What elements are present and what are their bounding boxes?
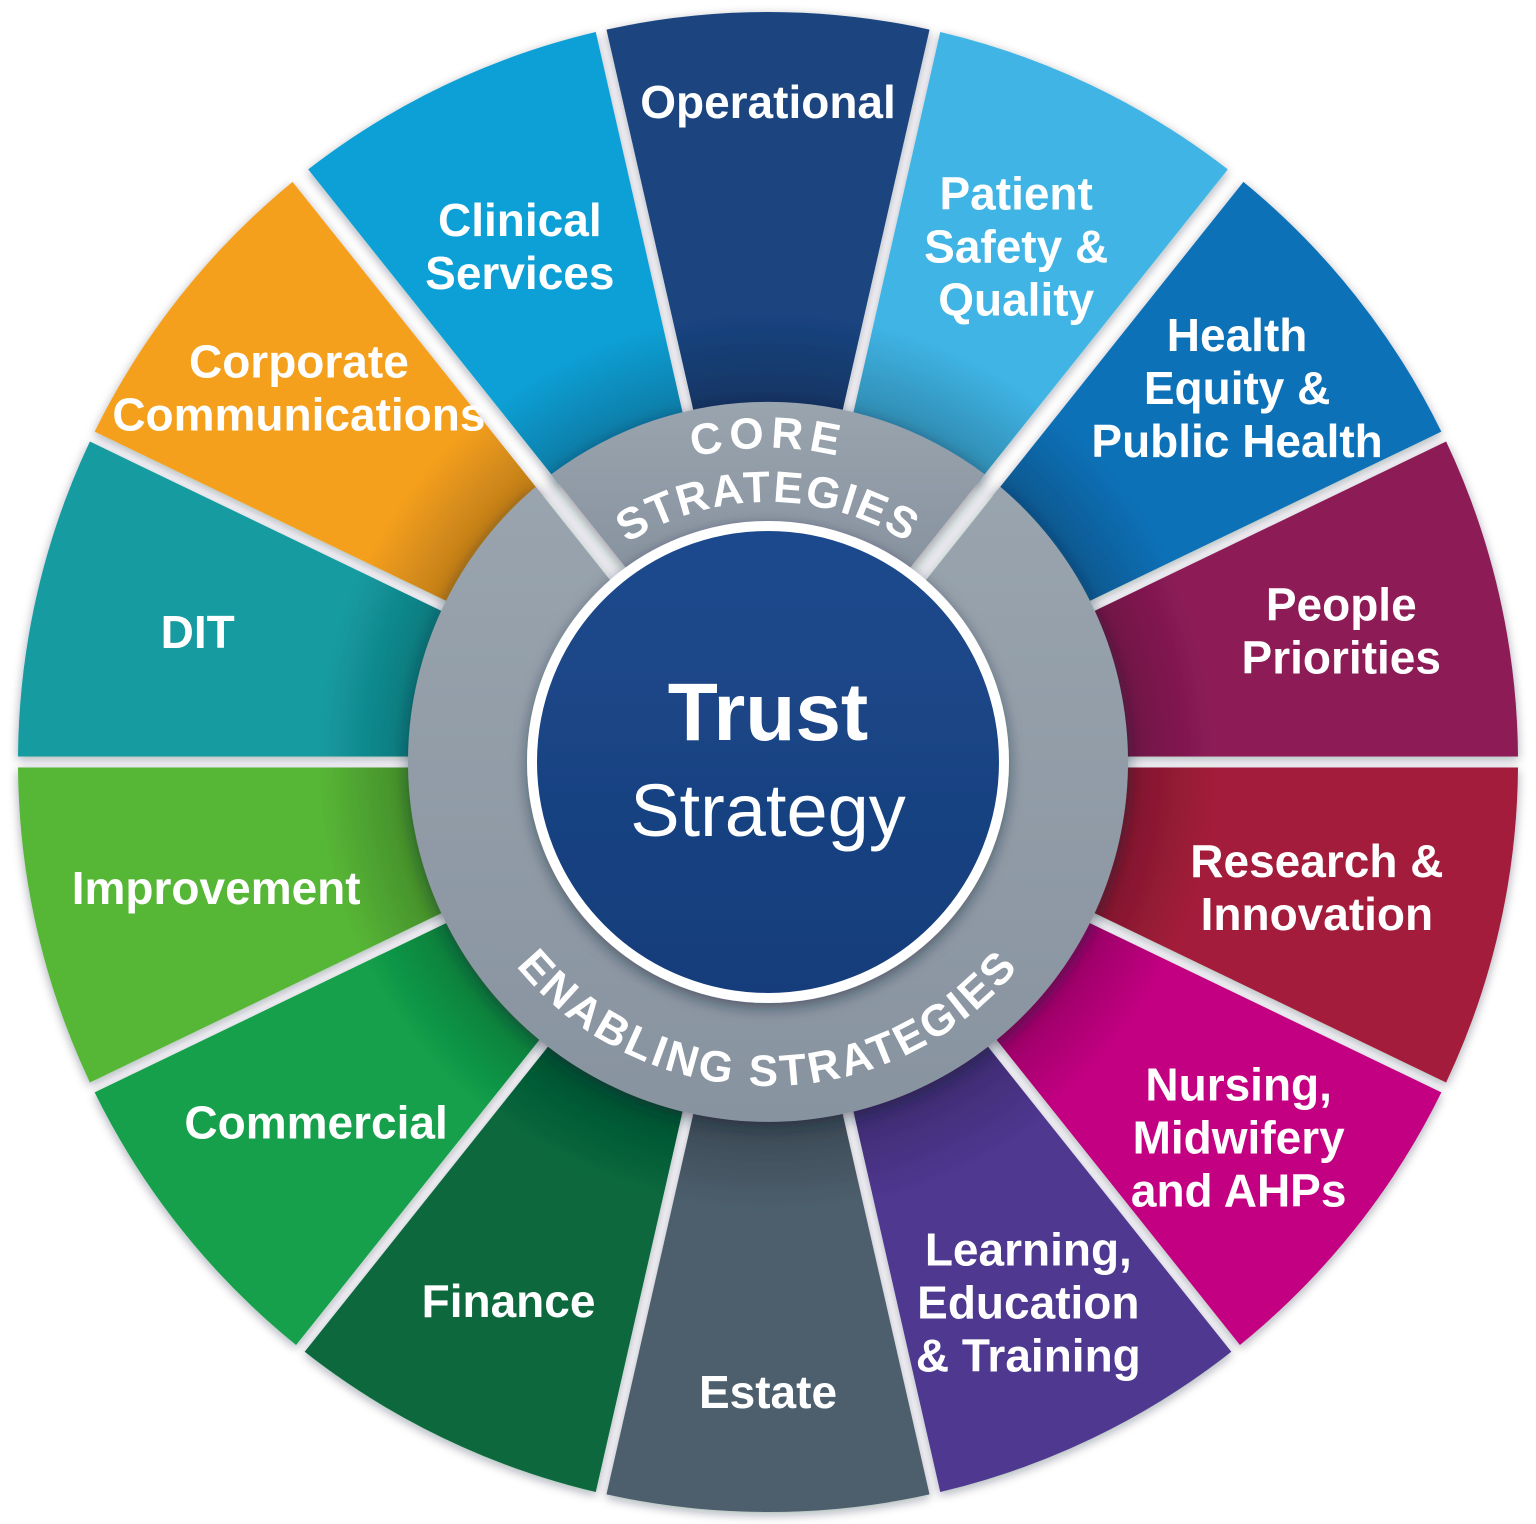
center-title-regular: Strategy	[630, 769, 906, 852]
strategy-ring	[408, 401, 1129, 1122]
center-circle	[527, 521, 1009, 1003]
segment-patient-safety-quality	[850, 32, 1228, 484]
segment-estate	[606, 1102, 930, 1513]
segment-clinical-services	[308, 32, 686, 484]
segment-research-innovation	[1083, 767, 1518, 1083]
segment-label-research-innovation: Research &Innovation	[1190, 835, 1443, 940]
center-title-bold: Trust	[668, 667, 868, 758]
segment-operational	[606, 11, 930, 422]
segment-nursing-midwifery-ahps	[989, 917, 1442, 1345]
segment-label-dit: DIT	[161, 606, 235, 658]
segment-label-finance: Finance	[422, 1275, 596, 1327]
segment-label-learning-education-training: Learning,Education& Training	[916, 1224, 1141, 1382]
core-strategies-arc-label-line1: CORE	[686, 408, 850, 466]
segment-finance	[304, 1037, 686, 1492]
segment-commercial	[94, 917, 547, 1345]
segment-learning-education-training	[850, 1037, 1232, 1492]
segment-corporate-communications	[94, 181, 544, 607]
segment-label-operational: Operational	[640, 76, 896, 128]
segments-layer	[18, 11, 1518, 1513]
segment-dit	[18, 441, 453, 757]
ring-enabling-arc	[408, 486, 1129, 1122]
segment-label-improvement: Improvement	[72, 862, 361, 914]
segment-people-priorities	[1083, 441, 1518, 757]
segment-improvement	[18, 767, 453, 1083]
segment-label-estate: Estate	[699, 1366, 837, 1418]
segment-label-commercial: Commercial	[184, 1096, 447, 1148]
ring-core-arc	[551, 401, 985, 569]
segment-health-equity-public-health	[992, 181, 1442, 607]
